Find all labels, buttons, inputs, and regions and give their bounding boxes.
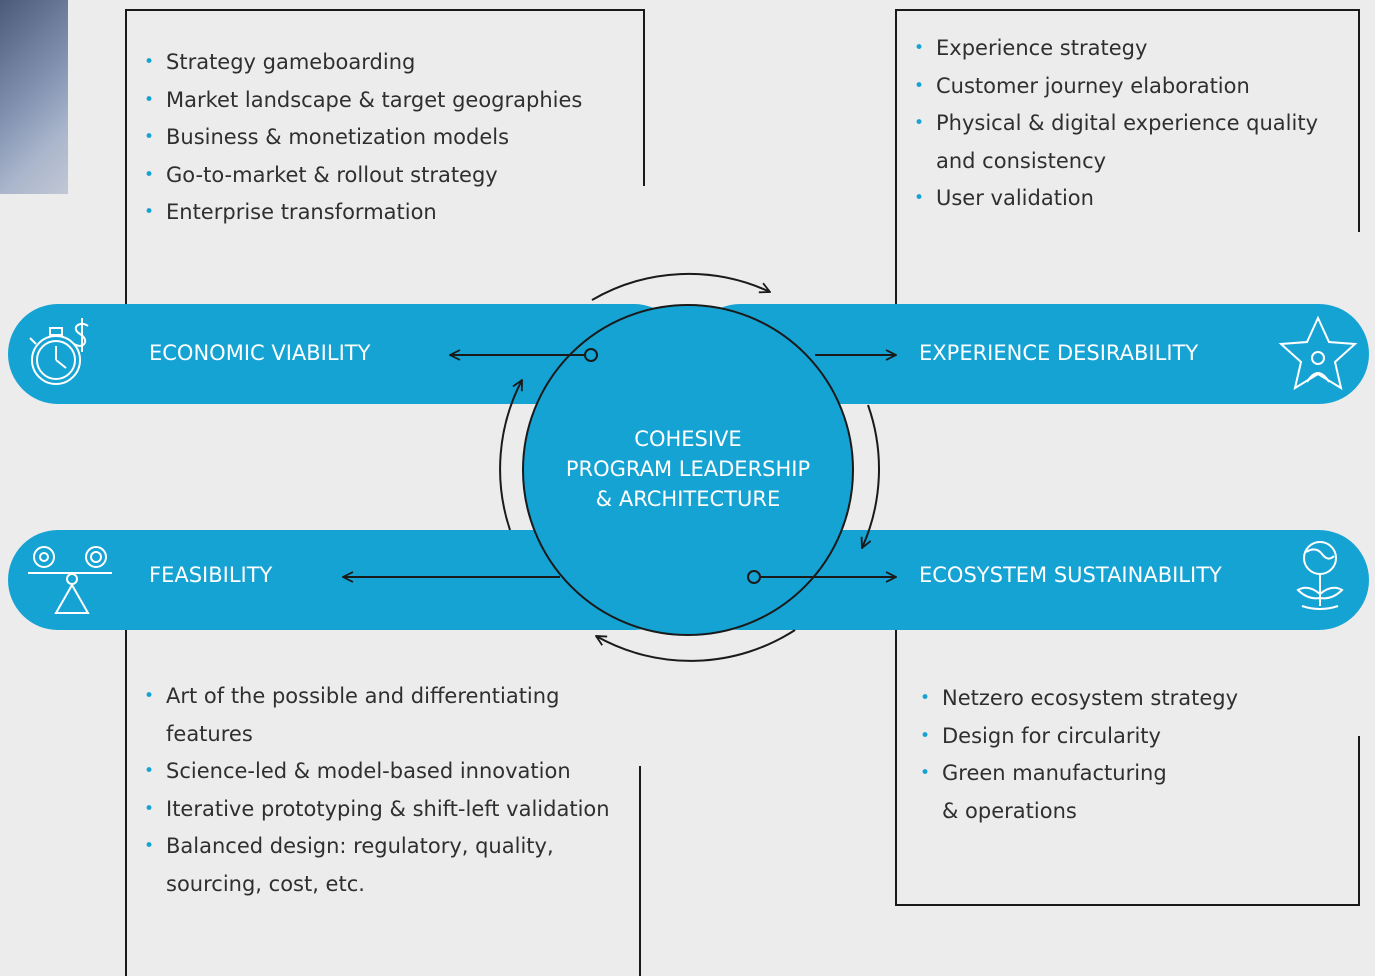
- list-item: Science-led & model-based innovation: [144, 753, 624, 791]
- star-person-icon: [1278, 315, 1358, 391]
- list-item: Iterative prototyping & shift-left valid…: [144, 791, 624, 829]
- band-ecosystem-sustainability: [690, 530, 1369, 630]
- list-item: Netzero ecosystem strategy: [920, 680, 1320, 718]
- center-title-line1: COHESIVE: [634, 427, 742, 451]
- center-title-line3: & ARCHITECTURE: [595, 487, 781, 511]
- list-item: Balanced design: regulatory, quality, so…: [144, 828, 576, 903]
- economic-list: Strategy gameboarding Market landscape &…: [144, 44, 614, 232]
- frame-economic: [125, 9, 645, 304]
- label-economic-viability: ECONOMIC VIABILITY: [149, 341, 371, 365]
- list-item: Enterprise transformation: [144, 194, 614, 232]
- list-item: Market landscape & target geographies: [144, 82, 614, 120]
- list-item: Business & monetization models: [144, 119, 614, 157]
- frame-experience: [895, 9, 1360, 304]
- frame-ecosystem: [895, 630, 1360, 906]
- cycle-arrows: [499, 272, 880, 662]
- list-item: Customer journey elaboration: [914, 68, 1344, 106]
- corner-photo: [0, 0, 68, 194]
- label-experience-desirability: EXPERIENCE DESIRABILITY: [919, 341, 1199, 365]
- globe-plant-icon: [1296, 541, 1344, 610]
- label-feasibility: FEASIBILITY: [149, 563, 273, 587]
- list-item: Physical & digital experience quality an…: [914, 105, 1326, 180]
- frame-feasibility: [125, 630, 641, 976]
- experience-list: Experience strategy Customer journey ela…: [914, 30, 1344, 218]
- center-title: COHESIVE PROGRAM LEADERSHIP & ARCHITECTU…: [540, 424, 836, 514]
- list-item: Experience strategy: [914, 30, 1344, 68]
- gears-balance-icon: [28, 546, 112, 614]
- list-item: Strategy gameboarding: [144, 44, 614, 82]
- ecosystem-list: Netzero ecosystem strategy Design for ci…: [920, 680, 1320, 830]
- stopwatch-dollar-icon: [29, 318, 89, 385]
- list-item: Art of the possible and differentiating …: [144, 678, 586, 753]
- feasibility-list: Art of the possible and differentiating …: [144, 678, 624, 903]
- label-ecosystem-sustainability: ECOSYSTEM SUSTAINABILITY: [919, 563, 1222, 587]
- list-item: Go-to-market & rollout strategy: [144, 157, 614, 195]
- band-experience-desirability: [690, 304, 1369, 404]
- connectors: [343, 348, 896, 584]
- center-title-line2: PROGRAM LEADERSHIP: [565, 457, 811, 481]
- list-item: User validation: [914, 180, 1344, 218]
- list-item: Design for circularity: [920, 718, 1320, 756]
- center-circle: [522, 304, 854, 636]
- list-item: Green manufacturing & operations: [920, 755, 1182, 830]
